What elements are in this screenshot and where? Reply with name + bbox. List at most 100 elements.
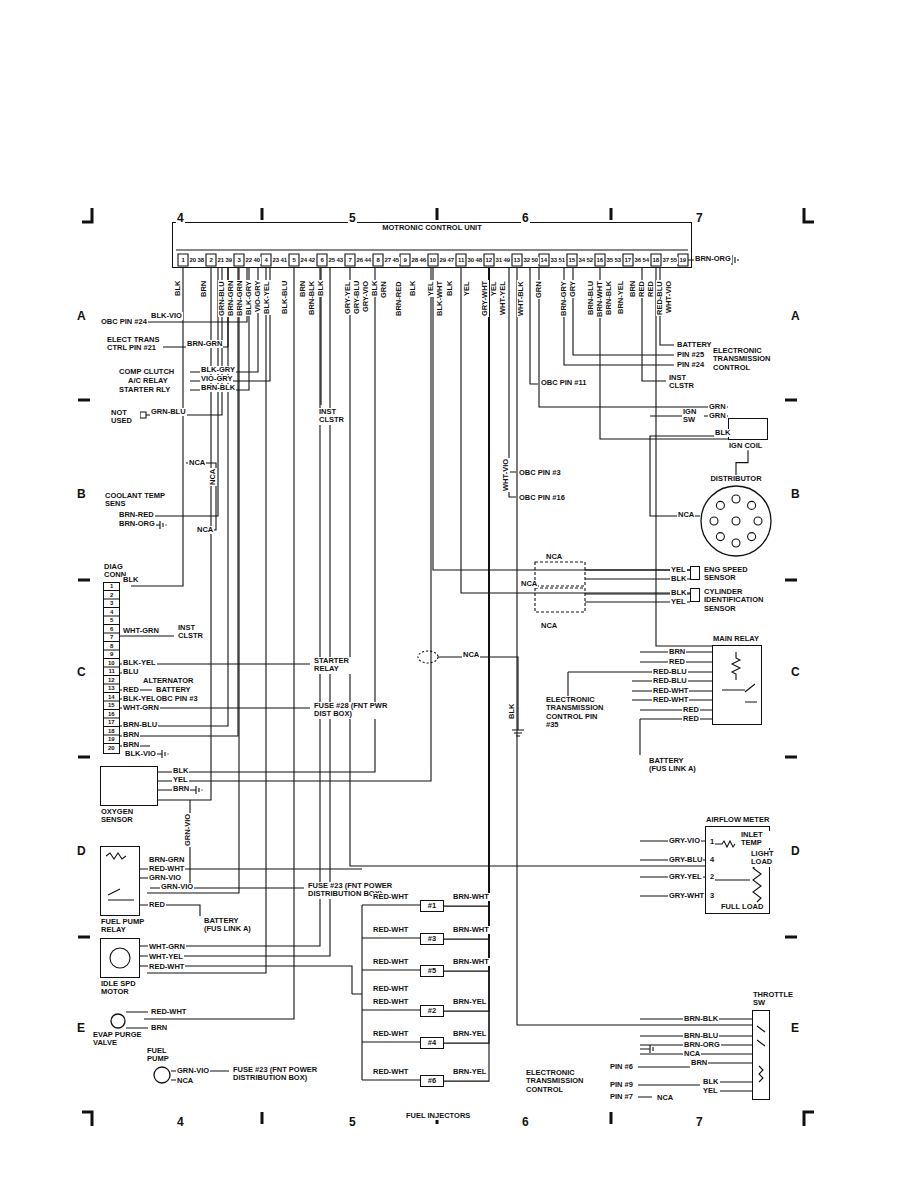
callout-label: YEL [670, 566, 687, 574]
grid-reference: D [76, 845, 87, 858]
callout-label: RED-WHT [148, 963, 185, 971]
box-outline: #4 [420, 1037, 444, 1049]
relay-box: MAIN RELAY [712, 635, 762, 725]
wire-color: BLK [317, 280, 325, 297]
pin-number: 10 [107, 660, 116, 667]
valve-symbol: EVAP PURGE VALVE [92, 1013, 144, 1048]
callout-label: COMP CLUTCH [118, 368, 175, 376]
wire-color: VIO-GRY [254, 280, 262, 313]
pin-number: 48 [475, 257, 484, 264]
pin-number: 9 [109, 651, 114, 658]
wire-color: GRY-VIO [362, 280, 370, 313]
grid-reference: 6 [521, 212, 530, 225]
callout-label: BRN [172, 785, 190, 793]
injector-box: #1 [420, 900, 444, 912]
callout-label: GRY-WHT [668, 892, 705, 900]
box-outline [100, 938, 140, 978]
grid-reference: 7 [695, 212, 704, 225]
grid-reference: B [790, 488, 801, 501]
pin-number: 11 [457, 257, 465, 264]
callout-label: OBC PIN #3 [155, 695, 199, 703]
callout-label: RED-WHT [372, 1068, 409, 1076]
box-outline: #1 [420, 900, 444, 912]
callout-label: A/C RELAY [127, 377, 169, 385]
callout-label: GRN-VIO [184, 813, 192, 847]
grid-reference: A [790, 310, 801, 323]
wire-connector [444, 268, 489, 1011]
callout-label: NCA [520, 580, 538, 588]
frame-corner [82, 208, 814, 1126]
pin-number: 17 [107, 719, 116, 726]
pin-number: 17 [624, 257, 633, 264]
sensor-box-label: OXYGEN SENSOR [100, 808, 142, 825]
box-outline [728, 418, 768, 440]
pin-number: 16 [107, 711, 116, 718]
wire-color: BRN-GRN [227, 280, 235, 317]
wire-color: WHT-BLK [517, 280, 525, 317]
sensor-wire [438, 570, 690, 730]
callout-label: GRN-VIO [148, 874, 182, 882]
injector-box: #3 [420, 933, 444, 945]
injector-box-label: #4 [427, 1039, 437, 1047]
wire-color: YEL [490, 280, 498, 297]
pin-number: 50 [531, 257, 540, 264]
ignition-coil: IGN COIL [728, 418, 768, 450]
callout-label: NCA [540, 622, 558, 630]
box-outline: #2 [420, 1005, 444, 1017]
callout-label: BATTERY [155, 686, 192, 694]
wire-color: BRN [629, 280, 637, 298]
pin-number: 13 [513, 257, 522, 264]
callout-label: FUSE #28 (FNT PWR DIST BOX) [313, 702, 395, 719]
wire-connector [147, 268, 239, 893]
callout-label: NCA [462, 651, 480, 659]
callout-label: BLK [714, 429, 731, 437]
switch-box: THROTTLE SW [752, 991, 796, 1100]
pin-number: 45 [392, 257, 401, 264]
callout-label: BATTERY (FUS LINK A) [648, 757, 702, 774]
grid-tick [78, 208, 797, 1124]
wire-color: BLK-BLU [281, 280, 289, 315]
callout-label: WHT-YEL [148, 953, 184, 961]
callout-label: 4 [709, 856, 715, 864]
pin-number: 6 [109, 626, 114, 633]
callout-label: NCA [209, 468, 217, 486]
box-outline [100, 846, 140, 916]
callout-label: GRY-YEL [668, 873, 703, 881]
diag-wire [103, 268, 310, 746]
grid-reference: 6 [521, 1116, 530, 1129]
shield-symbol [418, 651, 438, 663]
callout-label: BRN [122, 731, 140, 739]
pin-number: 2 [109, 592, 114, 599]
callout-label: RED-WHT [372, 958, 409, 966]
wire-color: BLK-WHT [436, 280, 444, 317]
wire-color: GRN [380, 280, 388, 299]
relay-box-label: MAIN RELAY [712, 635, 760, 643]
distributor-terminal [716, 533, 724, 541]
pin-number: 52 [586, 257, 595, 264]
wire-color: GRY [569, 280, 577, 298]
callout-label: RED-WHT [652, 696, 689, 704]
callout-label: COOLANT TEMP SENS [104, 492, 166, 509]
callout-label: RED-WHT [148, 865, 185, 873]
callout-label: PIN #7 [609, 1093, 634, 1101]
callout-label: BLK-VIO [150, 312, 183, 320]
callout-label: BATTERY [676, 341, 713, 349]
wire-color: BRN-BLK [308, 280, 316, 316]
callout-label: BLK [122, 576, 139, 584]
callout-label: RED-WHT [372, 893, 409, 901]
callout-label: BLK-YEL [122, 659, 157, 667]
wire-color: WHT-YEL [499, 280, 507, 316]
grid-reference: E [76, 1022, 86, 1035]
pin-number: 1 [181, 257, 186, 264]
box-outline: #6 [420, 1075, 444, 1087]
airflow-meter-label: AIRFLOW METER [705, 816, 770, 824]
wire-color: YEL [463, 280, 471, 297]
grid-reference: E [790, 1022, 800, 1035]
callout-label: NCA [683, 1050, 701, 1058]
pin-number: 6 [320, 257, 325, 264]
callout-label: ALTERNATOR [142, 677, 194, 685]
pin-number: 2 [209, 257, 214, 264]
pin-number: 5 [292, 257, 297, 264]
callout-label: NOT USED [110, 409, 140, 426]
